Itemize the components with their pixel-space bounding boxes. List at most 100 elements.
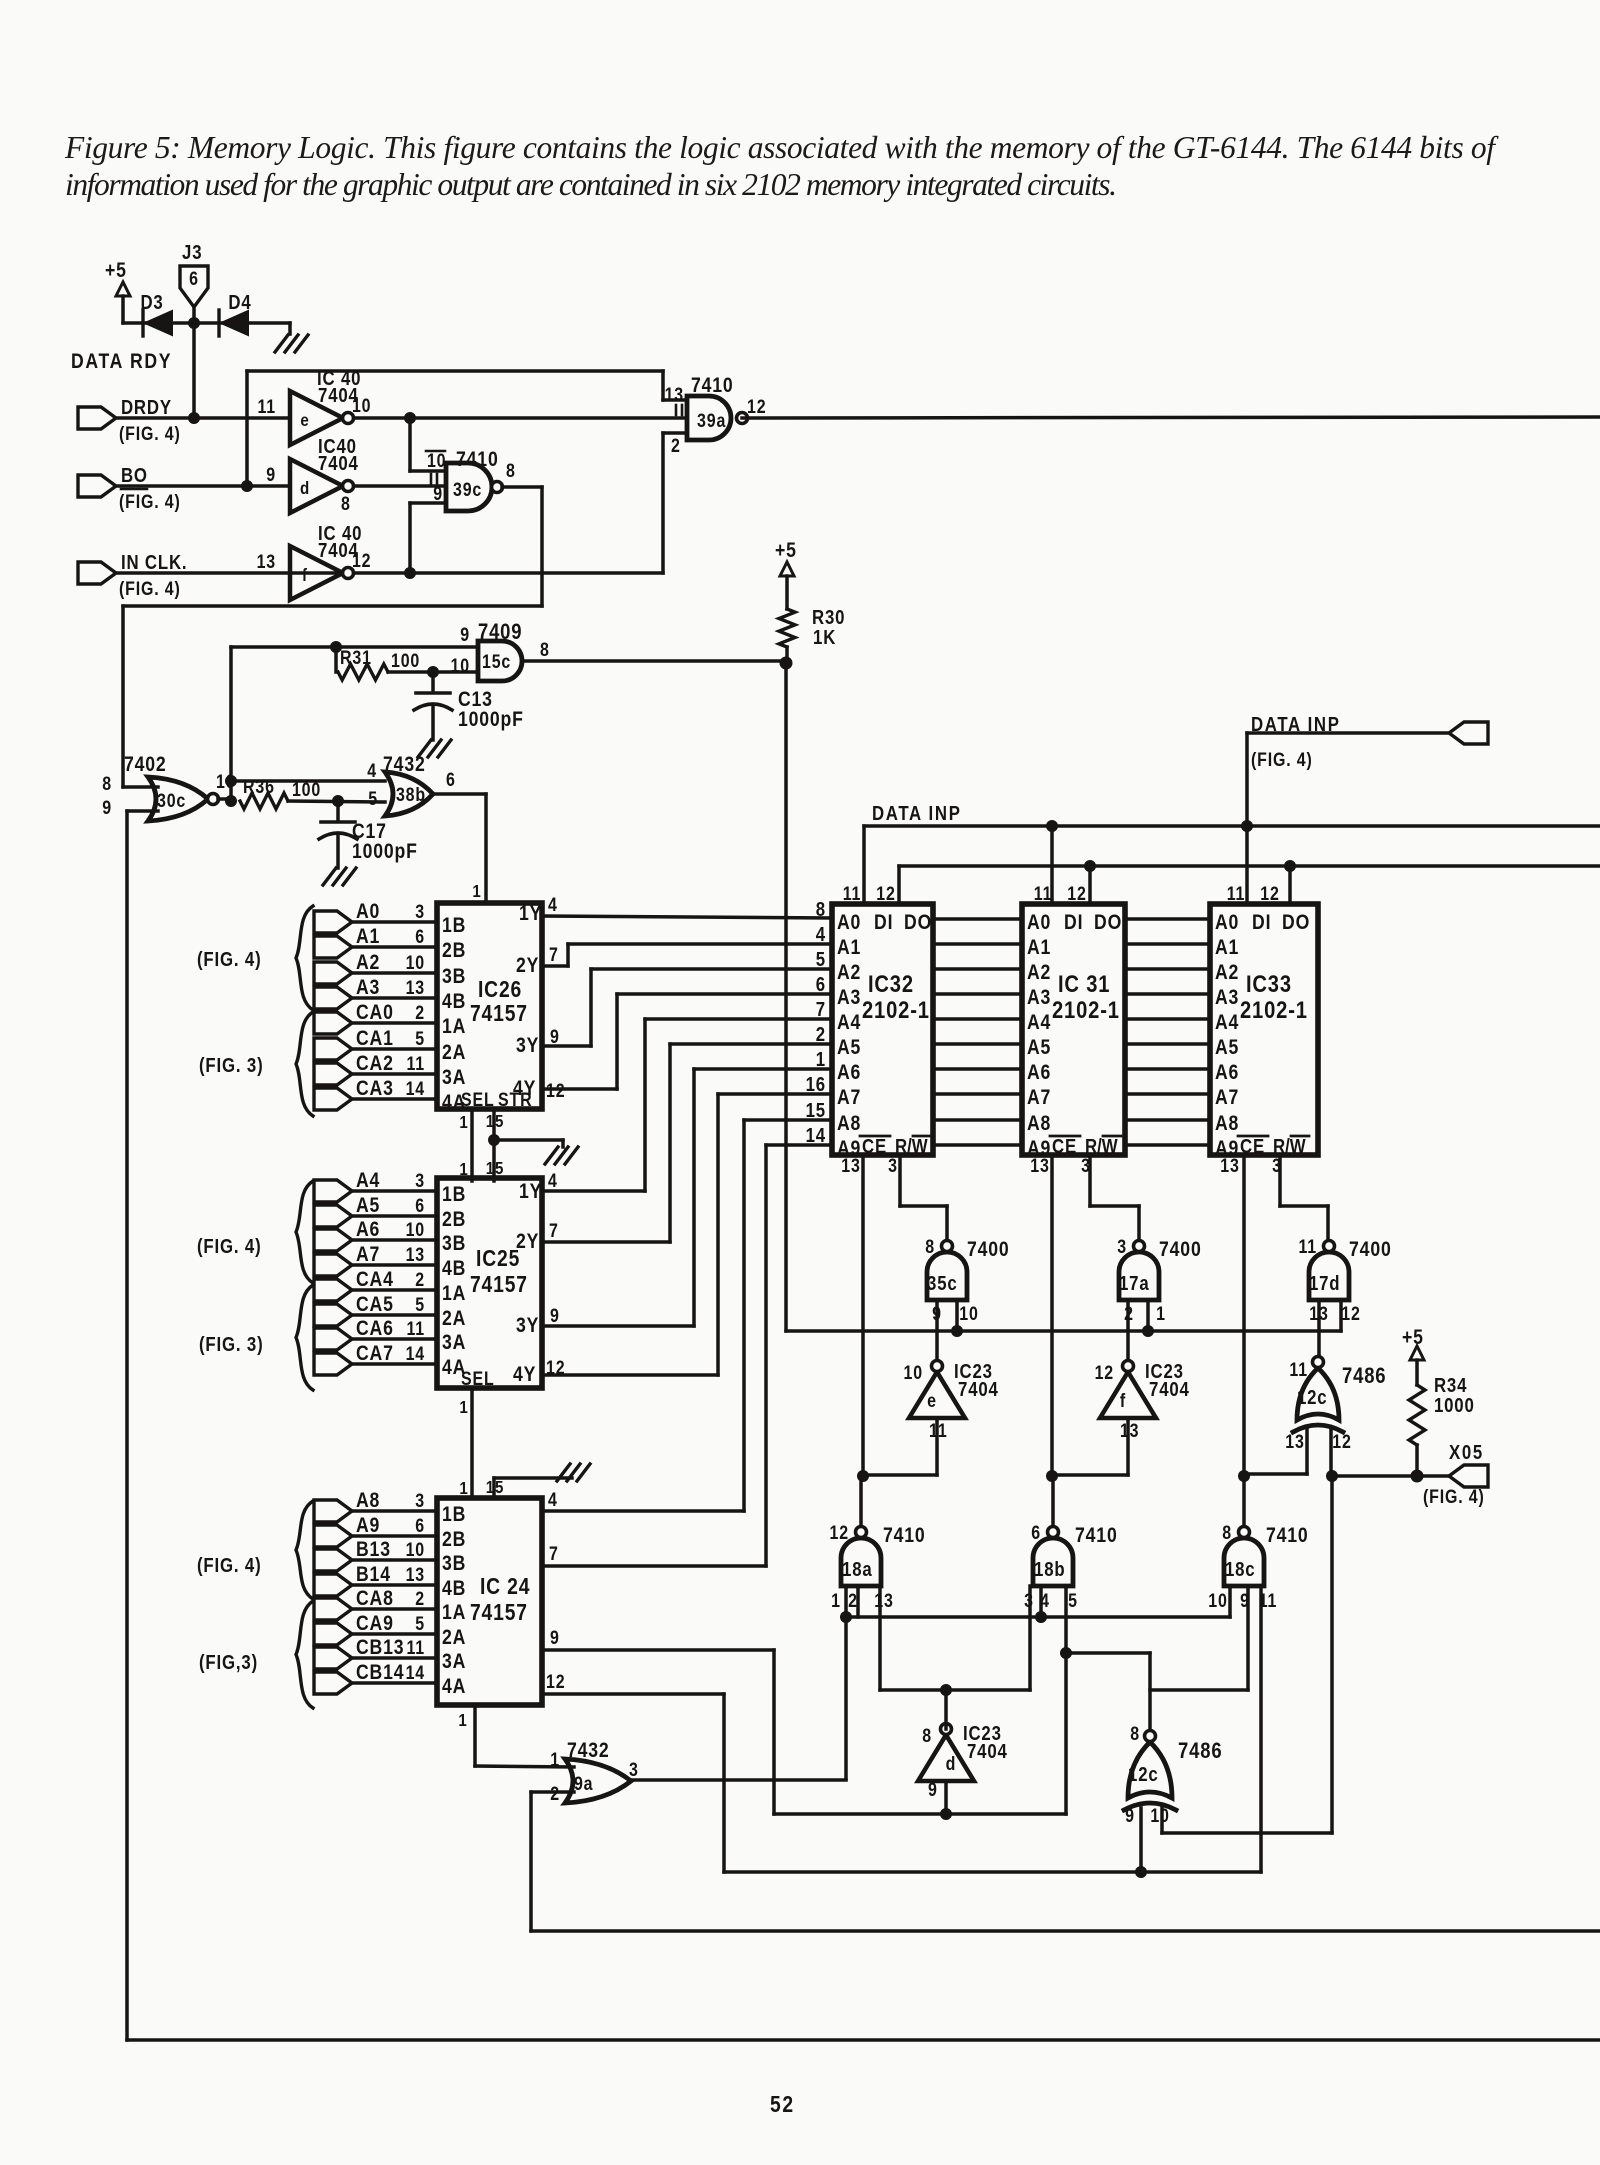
svg-text:A5: A5 <box>837 1036 861 1060</box>
svg-text:2: 2 <box>415 1002 425 1024</box>
svg-text:CB14: CB14 <box>356 1661 404 1685</box>
svg-text:7402: 7402 <box>124 753 167 777</box>
svg-text:1K: 1K <box>813 626 836 649</box>
svg-text:10: 10 <box>1208 1590 1227 1612</box>
svg-text:3A: 3A <box>442 1331 466 1355</box>
svg-text:9: 9 <box>433 483 443 505</box>
svg-text:1: 1 <box>816 1048 826 1071</box>
svg-text:6: 6 <box>415 1515 425 1537</box>
svg-text:3A: 3A <box>442 1650 466 1674</box>
svg-text:(FIG. 3): (FIG. 3) <box>199 1054 264 1077</box>
svg-text:9: 9 <box>266 464 276 486</box>
svg-text:R/W: R/W <box>895 1135 928 1158</box>
svg-text:(FIG. 4): (FIG. 4) <box>119 423 181 445</box>
svg-text:4: 4 <box>816 923 826 946</box>
svg-text:9a: 9a <box>574 1773 593 1795</box>
svg-text:11: 11 <box>406 1318 425 1340</box>
svg-text:DO: DO <box>1282 911 1310 935</box>
svg-text:14: 14 <box>406 1343 425 1365</box>
svg-text:8: 8 <box>922 1725 932 1747</box>
svg-text:CA6: CA6 <box>356 1317 394 1341</box>
svg-text:12: 12 <box>546 1357 565 1379</box>
svg-text:1000pF: 1000pF <box>458 708 524 732</box>
svg-text:7410: 7410 <box>1075 1524 1118 1548</box>
svg-text:C17: C17 <box>352 820 387 844</box>
svg-text:Figure 5: Memory Logic. This f: Figure 5: Memory Logic. This figure cont… <box>64 130 1499 165</box>
svg-text:DI: DI <box>1252 911 1271 935</box>
svg-text:(FIG. 4): (FIG. 4) <box>1251 749 1313 771</box>
svg-text:9: 9 <box>550 1627 560 1649</box>
svg-text:A7: A7 <box>1215 1086 1239 1110</box>
svg-text:12: 12 <box>1095 1362 1114 1384</box>
svg-text:d: d <box>946 1753 957 1775</box>
svg-text:CA2: CA2 <box>356 1052 394 1076</box>
svg-text:CE: CE <box>862 1135 887 1158</box>
svg-text:A5: A5 <box>356 1194 380 1218</box>
svg-text:A0: A0 <box>1027 911 1051 935</box>
svg-text:A4: A4 <box>1027 1011 1051 1035</box>
svg-text:+5: +5 <box>105 259 127 283</box>
svg-text:CA8: CA8 <box>356 1587 394 1611</box>
svg-text:1Y: 1Y <box>519 902 542 926</box>
svg-text:(FIG. 3): (FIG. 3) <box>199 1333 264 1356</box>
svg-text:A6: A6 <box>837 1061 861 1085</box>
svg-text:CA5: CA5 <box>356 1293 394 1317</box>
svg-text:A4: A4 <box>1215 1011 1239 1035</box>
svg-text:11: 11 <box>843 883 862 905</box>
svg-text:A9: A9 <box>356 1514 380 1538</box>
svg-text:6: 6 <box>816 973 826 996</box>
svg-text:12c: 12c <box>1128 1763 1159 1786</box>
svg-text:CA1: CA1 <box>356 1027 394 1051</box>
svg-text:R30: R30 <box>812 606 845 629</box>
svg-text:11: 11 <box>1298 1236 1317 1258</box>
svg-text:3: 3 <box>629 1759 639 1781</box>
svg-text:(FIG. 4): (FIG. 4) <box>197 948 262 971</box>
svg-text:R34: R34 <box>1434 1374 1467 1397</box>
svg-text:IN CLK.: IN CLK. <box>121 551 188 574</box>
svg-text:A0: A0 <box>837 911 861 935</box>
svg-text:5: 5 <box>368 788 378 810</box>
svg-text:1: 1 <box>472 881 481 902</box>
svg-text:A6: A6 <box>1027 1061 1051 1085</box>
svg-text:17d: 17d <box>1309 1272 1340 1295</box>
svg-text:4A: 4A <box>442 1356 466 1380</box>
svg-text:3B: 3B <box>442 1232 466 1256</box>
svg-text:7409: 7409 <box>478 621 522 645</box>
svg-text:IC23: IC23 <box>963 1722 1002 1745</box>
svg-text:2: 2 <box>816 1023 826 1046</box>
svg-text:8: 8 <box>506 460 516 482</box>
svg-text:7404: 7404 <box>318 384 359 407</box>
svg-text:1A: 1A <box>442 1282 466 1306</box>
svg-text:10: 10 <box>406 1219 425 1241</box>
svg-text:11: 11 <box>1259 1590 1278 1612</box>
svg-text:3: 3 <box>1081 1155 1091 1177</box>
svg-text:IC23: IC23 <box>1145 1360 1184 1383</box>
svg-text:4Y: 4Y <box>513 1363 536 1387</box>
svg-text:2: 2 <box>415 1269 425 1291</box>
svg-text:IC40: IC40 <box>318 435 357 458</box>
svg-text:A7: A7 <box>837 1086 861 1110</box>
svg-text:information used for the graph: information used for the graphic output … <box>65 167 1117 202</box>
svg-text:14: 14 <box>406 1078 425 1100</box>
svg-text:3: 3 <box>1272 1155 1282 1177</box>
svg-text:1A: 1A <box>442 1601 466 1625</box>
svg-text:13: 13 <box>1285 1431 1304 1453</box>
svg-text:17a: 17a <box>1119 1272 1150 1295</box>
svg-text:13: 13 <box>841 1155 860 1177</box>
svg-text:39a: 39a <box>697 410 726 432</box>
svg-text:2: 2 <box>415 1588 425 1610</box>
svg-text:15: 15 <box>806 1099 826 1122</box>
svg-text:3A: 3A <box>442 1066 466 1090</box>
svg-text:11: 11 <box>406 1053 425 1075</box>
svg-text:7: 7 <box>549 1220 559 1242</box>
svg-text:R/W: R/W <box>1085 1135 1118 1158</box>
svg-text:10: 10 <box>406 1539 425 1561</box>
svg-text:7400: 7400 <box>967 1238 1010 1262</box>
svg-text:4Y: 4Y <box>513 1077 536 1101</box>
svg-text:A3: A3 <box>1215 986 1239 1010</box>
svg-text:1: 1 <box>459 1397 468 1418</box>
svg-text:A4: A4 <box>837 1011 861 1035</box>
svg-text:2: 2 <box>671 435 681 457</box>
svg-text:8: 8 <box>925 1236 935 1258</box>
svg-text:1B: 1B <box>442 1503 466 1527</box>
